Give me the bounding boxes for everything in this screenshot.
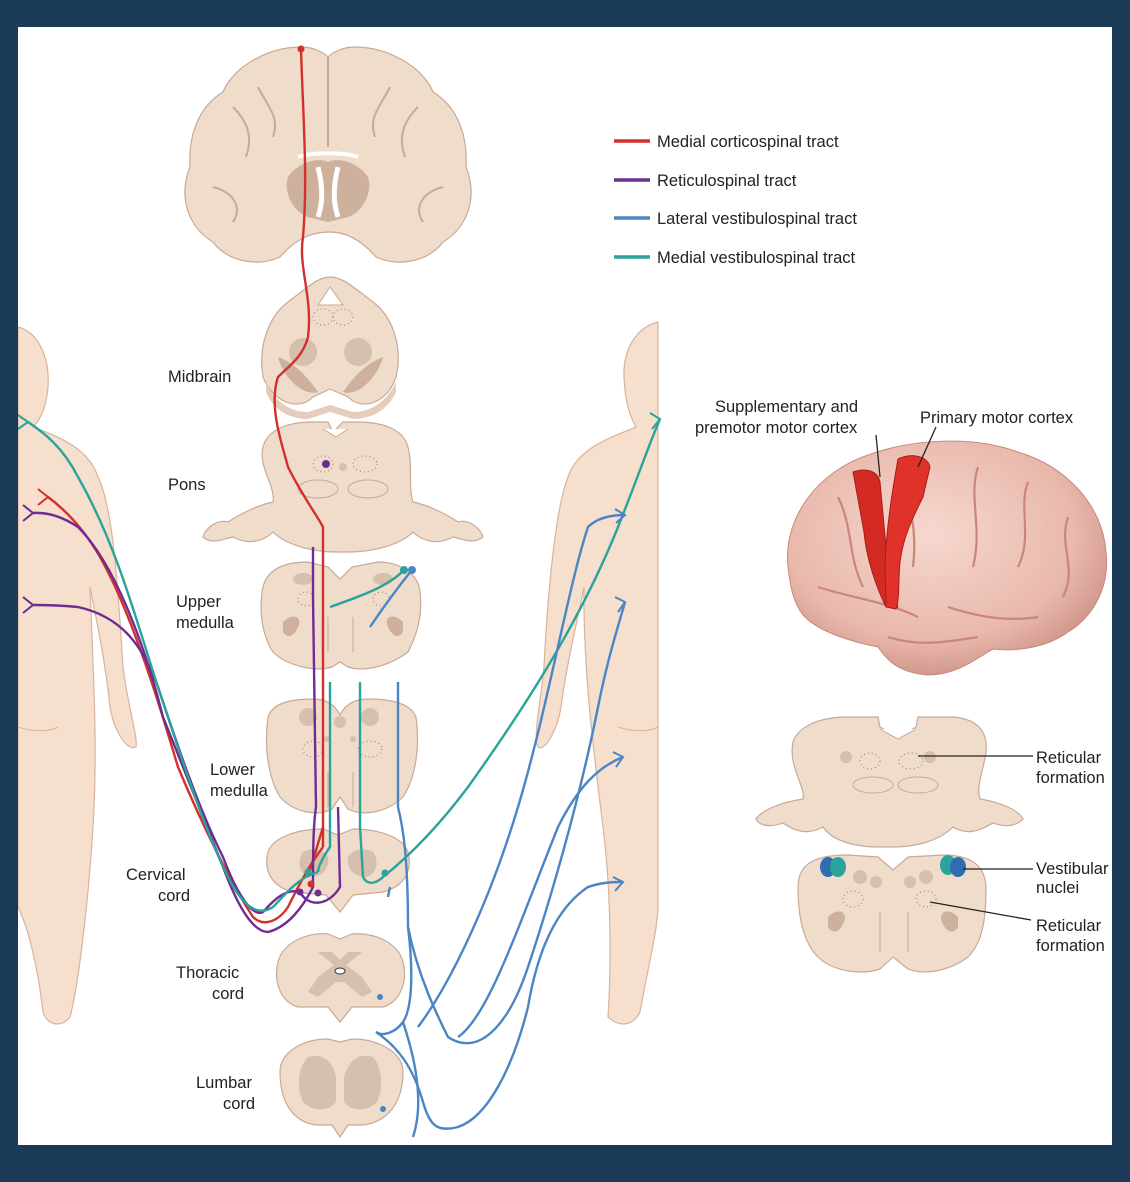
label-midbrain: Midbrain [168, 368, 231, 386]
inset-leader-lines [918, 755, 1033, 921]
lower-medulla-section [265, 698, 419, 814]
label-inset-reticular-bottom-line1: Reticular [1036, 917, 1102, 935]
label-inset-reticular-bottom-line2: formation [1036, 937, 1105, 955]
label-lower-medulla-line1: Lower [210, 761, 255, 779]
right-body-silhouette [535, 321, 659, 1025]
label-lumbar-line1: Lumbar [196, 1074, 252, 1092]
legend: Medial corticospinal tract Reticulospina… [614, 133, 857, 267]
inset-pons-section [755, 716, 1024, 848]
left-body-silhouette [18, 326, 137, 1025]
label-inset-vestibular-line2: nuclei [1036, 879, 1079, 897]
figure-frame: Midbrain Pons Upper medulla Lower medull… [18, 27, 1112, 1145]
legend-label-reticulospinal: Reticulospinal tract [657, 172, 797, 190]
primary-motor-cortex-region [884, 455, 931, 610]
label-thoracic-line2: cord [212, 985, 244, 1003]
legend-label-medial-vestibulospinal: Medial vestibulospinal tract [657, 249, 856, 267]
label-lower-medulla-line2: medulla [210, 782, 269, 800]
coronal-brain-section [184, 46, 472, 263]
label-upper-medulla-line1: Upper [176, 593, 221, 611]
label-primary-motor-cortex: Primary motor cortex [920, 409, 1074, 427]
label-thoracic-line1: Thoracic [176, 964, 239, 982]
thoracic-cord-section [276, 933, 405, 1023]
label-upper-medulla-line2: medulla [176, 614, 235, 632]
label-cervical-line1: Cervical [126, 866, 186, 884]
lateral-vestibulospinal-tract [369, 508, 627, 1138]
label-cervical-line2: cord [158, 887, 190, 905]
motor-tracts-diagram: Midbrain Pons Upper medulla Lower medull… [18, 45, 1109, 1139]
inset-medulla-section [797, 854, 987, 973]
legend-label-lateral-vestibulospinal: Lateral vestibulospinal tract [657, 210, 857, 228]
label-pons: Pons [168, 476, 206, 494]
cervical-synapse-markers [296, 868, 389, 897]
label-supplementary-line2: premotor motor cortex [695, 419, 858, 437]
midbrain-section [261, 276, 399, 419]
medial-vestibulospinal-tract [18, 412, 662, 912]
label-supplementary-line1: Supplementary and [715, 398, 858, 416]
legend-label-corticospinal: Medial corticospinal tract [657, 133, 839, 151]
label-inset-reticular-top-line2: formation [1036, 769, 1105, 787]
lumbar-cord-section [279, 1038, 404, 1139]
medial-corticospinal-tract [37, 45, 325, 924]
label-inset-vestibular-line1: Vestibular [1036, 860, 1109, 878]
lateral-brain-view [787, 426, 1108, 676]
label-inset-reticular-top-line1: Reticular [1036, 749, 1102, 767]
label-lumbar-line2: cord [223, 1095, 255, 1113]
pons-section [202, 421, 484, 553]
